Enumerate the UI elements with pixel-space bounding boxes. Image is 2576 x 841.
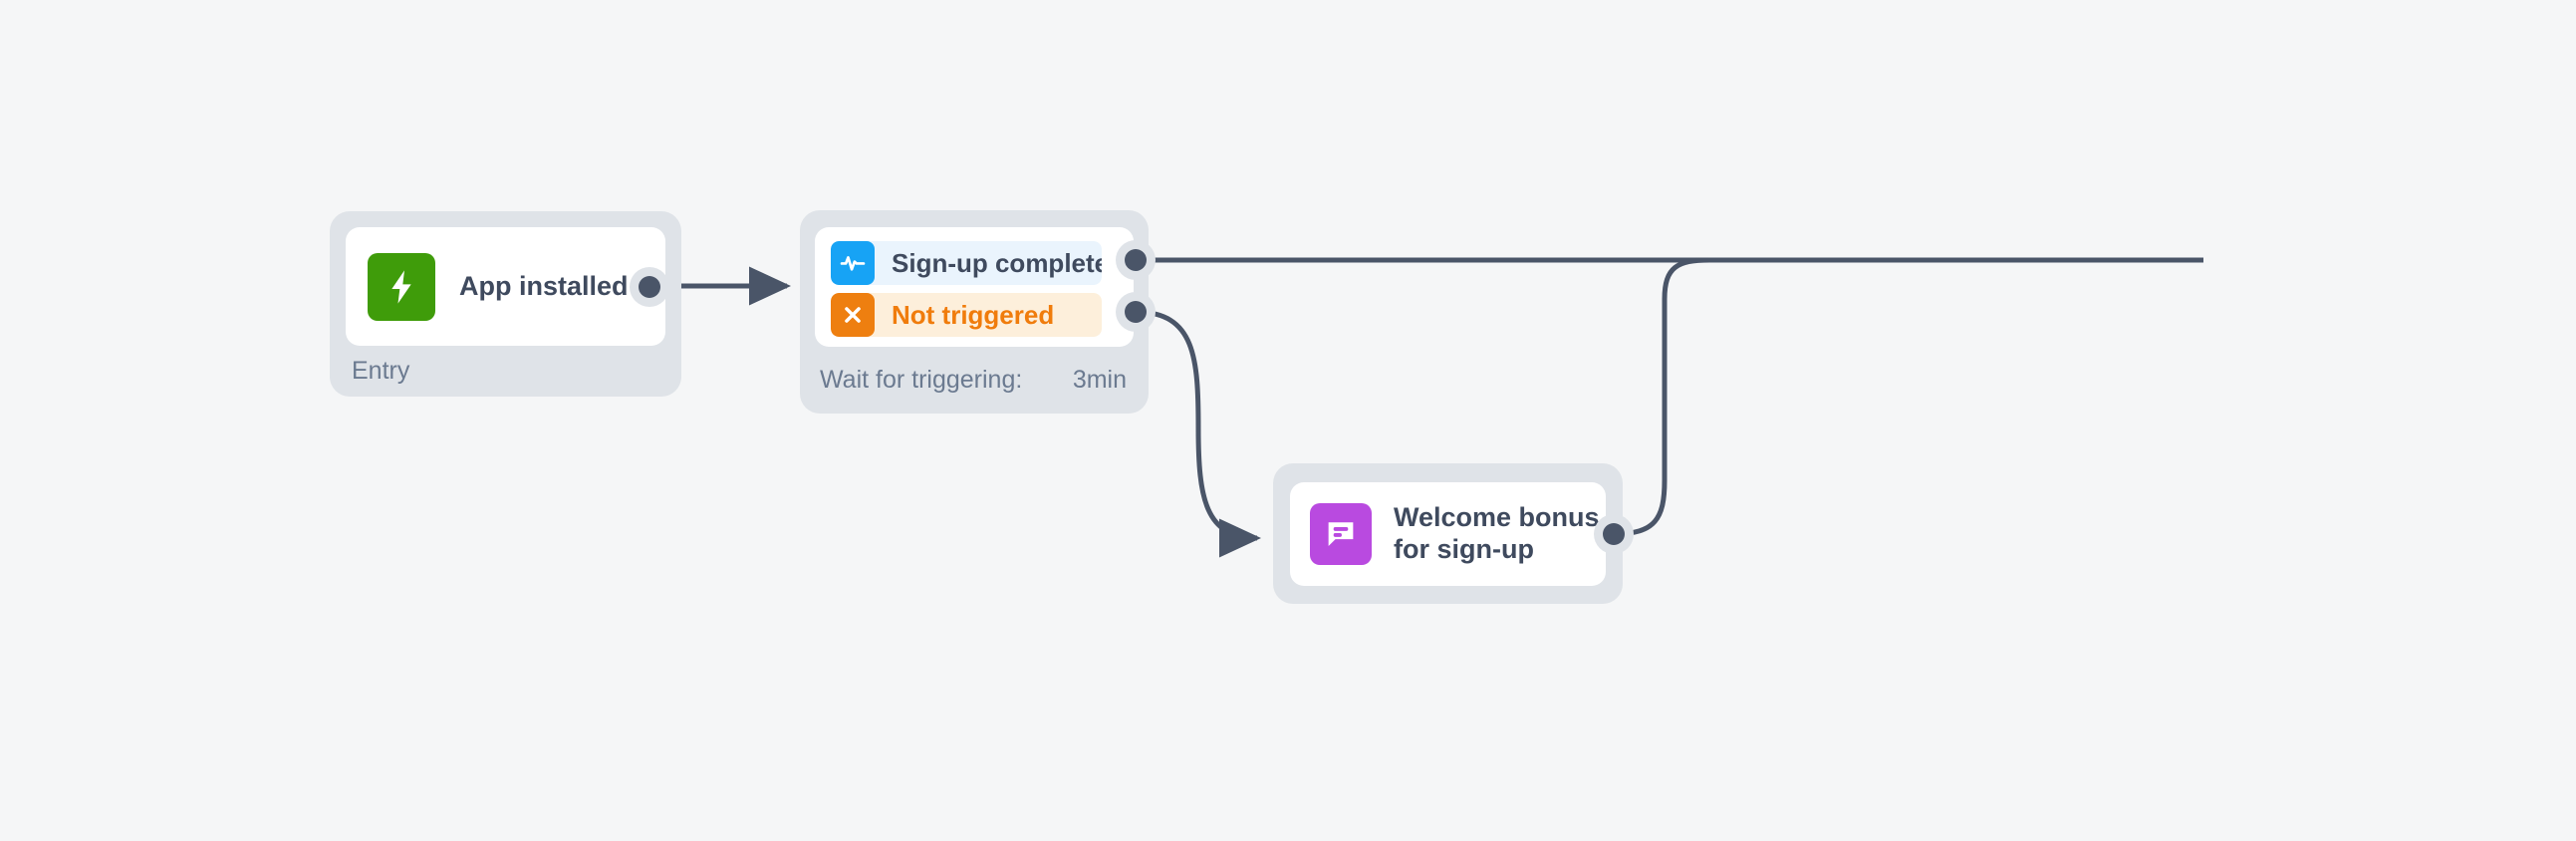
- trigger-row-not-triggered-background: [831, 293, 1102, 337]
- close-x-icon: [831, 293, 875, 337]
- node-welcome-bonus-title: Welcome bonus for sign-up: [1394, 502, 1600, 564]
- node-app-installed-footer-label: Entry: [352, 357, 410, 385]
- trigger-row-not-triggered-label: Not triggered: [892, 299, 1055, 330]
- node-wait-for-triggering-surface[interactable]: Sign-up complete Not triggered: [815, 227, 1134, 347]
- port-not-triggered-out[interactable]: [1125, 301, 1147, 323]
- node-app-installed-footer: Entry: [330, 359, 681, 384]
- trigger-row-signup-complete-label: Sign-up complete: [892, 247, 1102, 278]
- pulse-icon: [831, 241, 875, 285]
- node-welcome-bonus-surface[interactable]: Welcome bonus for sign-up: [1290, 482, 1606, 586]
- port-welcome-bonus-out[interactable]: [1603, 523, 1625, 545]
- edge-welcome-bonus-out: [1613, 257, 1710, 537]
- node-welcome-bonus[interactable]: Welcome bonus for sign-up: [1273, 463, 1634, 604]
- node-app-installed-surface[interactable]: App installed: [346, 227, 665, 346]
- message-bubble-icon: [1310, 503, 1372, 565]
- node-wait-for-triggering-footer: Wait for triggering: 3min: [800, 368, 1149, 393]
- port-signup-complete-out[interactable]: [1125, 249, 1147, 271]
- lightning-bolt-icon: [368, 252, 435, 321]
- node-app-installed[interactable]: App installed Entry: [330, 211, 681, 397]
- trigger-row-signup-complete-background: [831, 241, 1102, 285]
- port-entry-out[interactable]: [639, 276, 660, 298]
- edge-not-triggered-to-welcome: [1135, 309, 1261, 558]
- node-wait-for-triggering[interactable]: Sign-up complete Not triggered Wait for …: [800, 210, 1156, 414]
- trigger-row-signup-complete[interactable]: Sign-up complete: [831, 241, 1102, 285]
- trigger-row-not-triggered[interactable]: Not triggered: [831, 293, 1102, 337]
- node-app-installed-title: App installed: [459, 270, 629, 301]
- node-wait-for-triggering-footer-label: Wait for triggering:: [820, 366, 1023, 394]
- node-wait-for-triggering-footer-value: 3min: [1072, 366, 1127, 394]
